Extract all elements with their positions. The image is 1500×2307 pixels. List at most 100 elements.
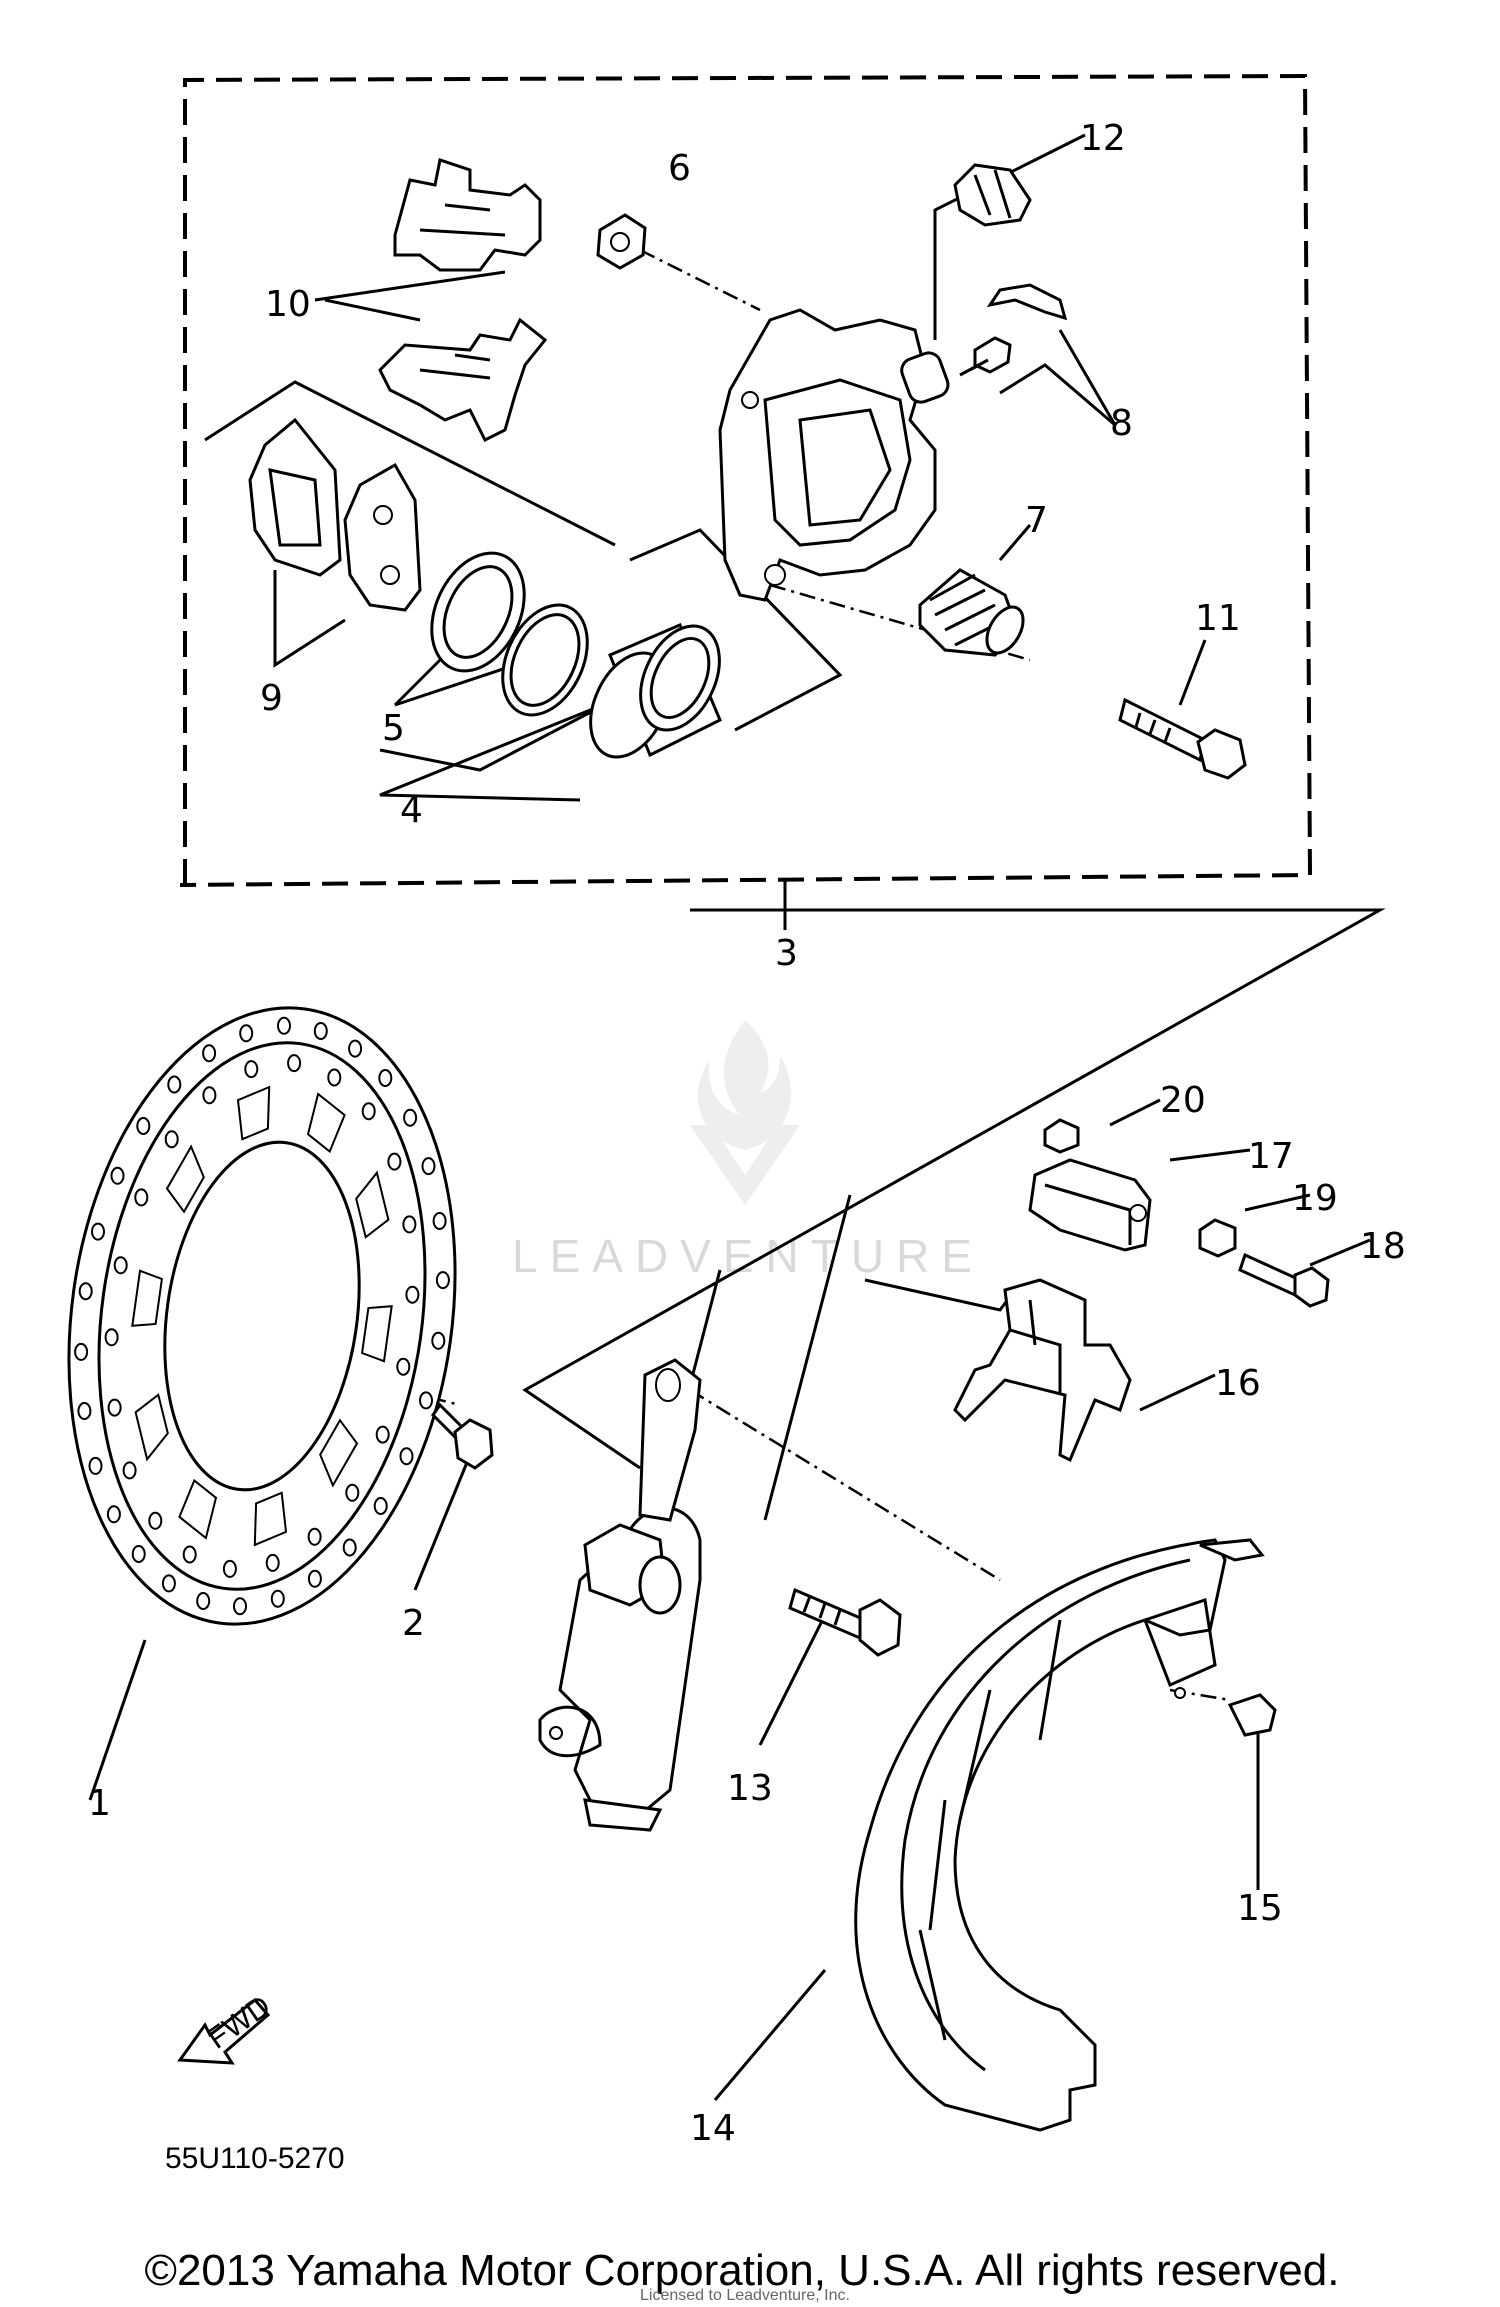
disc-hole (313, 1022, 328, 1040)
disc-hole (432, 1212, 447, 1230)
disc-hole (88, 1456, 103, 1475)
callout-1: 1 (88, 1783, 111, 1824)
watermark-logo-icon (690, 1020, 800, 1205)
disc-hole (74, 1342, 89, 1361)
callout-labels: 1 2 3 4 5 6 7 8 9 10 11 12 13 14 15 16 1… (88, 118, 1406, 2149)
disc-hole (78, 1282, 93, 1301)
callout-16: 16 (1215, 1363, 1261, 1404)
disc-hole (373, 1497, 388, 1515)
brake-disc (67, 1006, 457, 1626)
callout-17: 17 (1248, 1136, 1294, 1177)
disc-hole (196, 1592, 211, 1610)
brake-pads (248, 417, 422, 612)
disc-hole (307, 1569, 322, 1588)
disc-hole (431, 1331, 446, 1350)
callout-8: 8 (1110, 403, 1133, 444)
disc-hole (161, 1574, 176, 1593)
slide-boot (918, 568, 1025, 657)
disc-hole (402, 1215, 417, 1234)
callout-2: 2 (402, 1603, 425, 1644)
disc-hole (265, 1553, 280, 1572)
watermark-text: LEADVENTURE (512, 1230, 984, 1282)
disc-hole (342, 1538, 357, 1557)
callout-19: 19 (1292, 1178, 1338, 1219)
disc-slot (178, 1478, 218, 1540)
disc-hole (222, 1559, 237, 1578)
axle-bolt (788, 1587, 902, 1657)
disc-hole (435, 1271, 450, 1290)
disc-hole (327, 1068, 342, 1087)
caliper-assembly-boundary (179, 73, 1313, 930)
disc-slot (319, 1418, 359, 1488)
caliper-body (718, 308, 950, 602)
callout-6: 6 (668, 148, 691, 189)
front-fork (538, 1194, 852, 1832)
disc-hole (136, 1117, 151, 1135)
disc-hole (387, 1152, 402, 1171)
disc-bolt (431, 1402, 494, 1470)
disc-slot (360, 1305, 393, 1363)
callout-15: 15 (1237, 1888, 1283, 1929)
diagram-code: 55U110-5270 (165, 2142, 345, 2175)
pad-clip (959, 283, 1068, 377)
disc-hole (399, 1447, 414, 1466)
caliper-piston (589, 623, 722, 759)
disc-hole (202, 1044, 217, 1063)
disc-hole (421, 1157, 436, 1176)
disc-slot (236, 1085, 271, 1141)
caliper-mount-bolt (1118, 697, 1247, 780)
disc-hole (182, 1545, 197, 1564)
disc-hole (110, 1166, 125, 1185)
callout-3: 3 (775, 933, 798, 974)
disc-hole (419, 1391, 433, 1410)
disc-hole (348, 1039, 363, 1058)
callout-5: 5 (382, 708, 405, 749)
callout-12: 12 (1080, 118, 1126, 159)
disc-hole (403, 1108, 418, 1127)
disc-hole (122, 1461, 137, 1480)
disc-hole (396, 1357, 411, 1376)
disc-hole (104, 1328, 119, 1347)
disc-hole (361, 1102, 376, 1121)
disc-slot (165, 1144, 205, 1214)
disc-hole (134, 1188, 149, 1207)
disc-slot (306, 1092, 346, 1154)
cover-screw (1174, 1687, 1277, 1737)
disc-hole (233, 1597, 247, 1616)
callout-7: 7 (1025, 500, 1048, 541)
callout-9: 9 (260, 678, 283, 719)
disc-hole (378, 1069, 393, 1087)
disc-hole (270, 1589, 285, 1608)
piston-seals (430, 551, 589, 717)
disc-guard-bracket (953, 1278, 1132, 1463)
dust-cap (953, 163, 1032, 227)
disc-hole (345, 1483, 360, 1502)
disc-hole (307, 1527, 322, 1546)
bleed-nut (596, 213, 647, 270)
callout-14: 14 (690, 2108, 736, 2149)
disc-hole (107, 1398, 122, 1417)
disc-hole (167, 1075, 182, 1094)
disc-hole (244, 1060, 259, 1079)
callout-18: 18 (1360, 1226, 1406, 1267)
license-watermark: Licensed to Leadventure, Inc. (640, 2287, 850, 2304)
small-fasteners (1043, 1118, 1330, 1308)
disc-hole (375, 1425, 390, 1444)
disc-slot (355, 1170, 390, 1239)
disc-hole (202, 1086, 217, 1105)
disc-hole (287, 1054, 302, 1073)
callout-11: 11 (1195, 598, 1241, 639)
disc-hole (77, 1402, 92, 1420)
disc-hole (277, 1016, 291, 1035)
disc-hole (405, 1285, 420, 1304)
disc-hole (239, 1024, 254, 1043)
disc-hole (106, 1505, 121, 1524)
callout-20: 20 (1160, 1080, 1206, 1121)
copyright-notice: ©2013 Yamaha Motor Corporation, U.S.A. A… (145, 2246, 1340, 2295)
disc-hole (91, 1222, 105, 1241)
disc-hole (131, 1545, 146, 1563)
callout-4: 4 (400, 790, 423, 831)
hose-guide (1028, 1158, 1152, 1252)
disc-hole (148, 1511, 163, 1530)
